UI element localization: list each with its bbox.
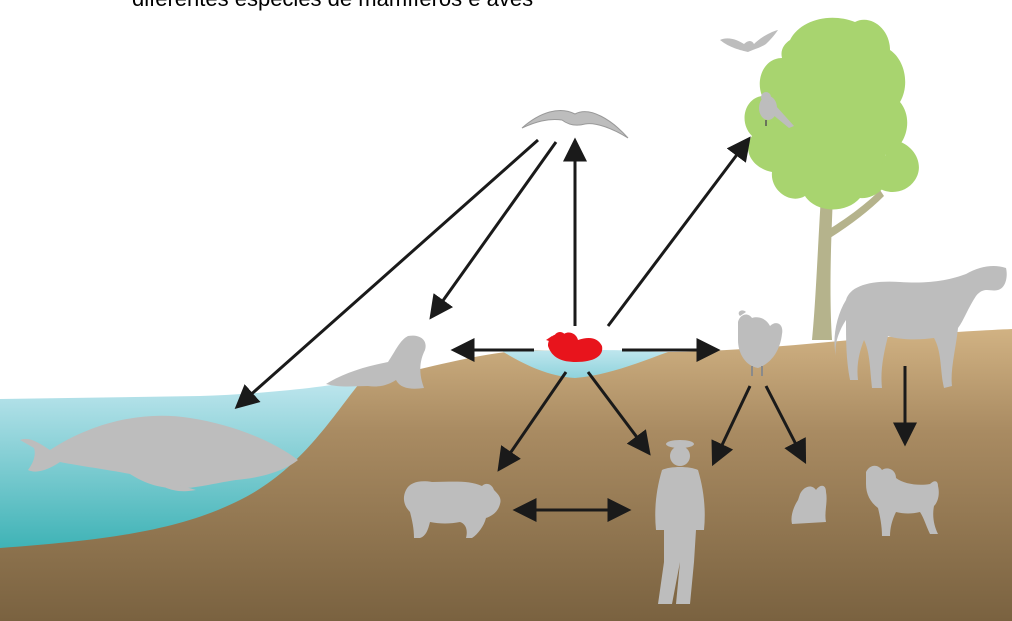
seagull-icon	[522, 110, 628, 138]
bat-icon	[720, 30, 778, 52]
arrow-duck-to-perching-bird	[608, 140, 748, 326]
arrow-seabird-to-sea-lion	[432, 142, 556, 316]
sea-lion-icon	[326, 336, 426, 389]
